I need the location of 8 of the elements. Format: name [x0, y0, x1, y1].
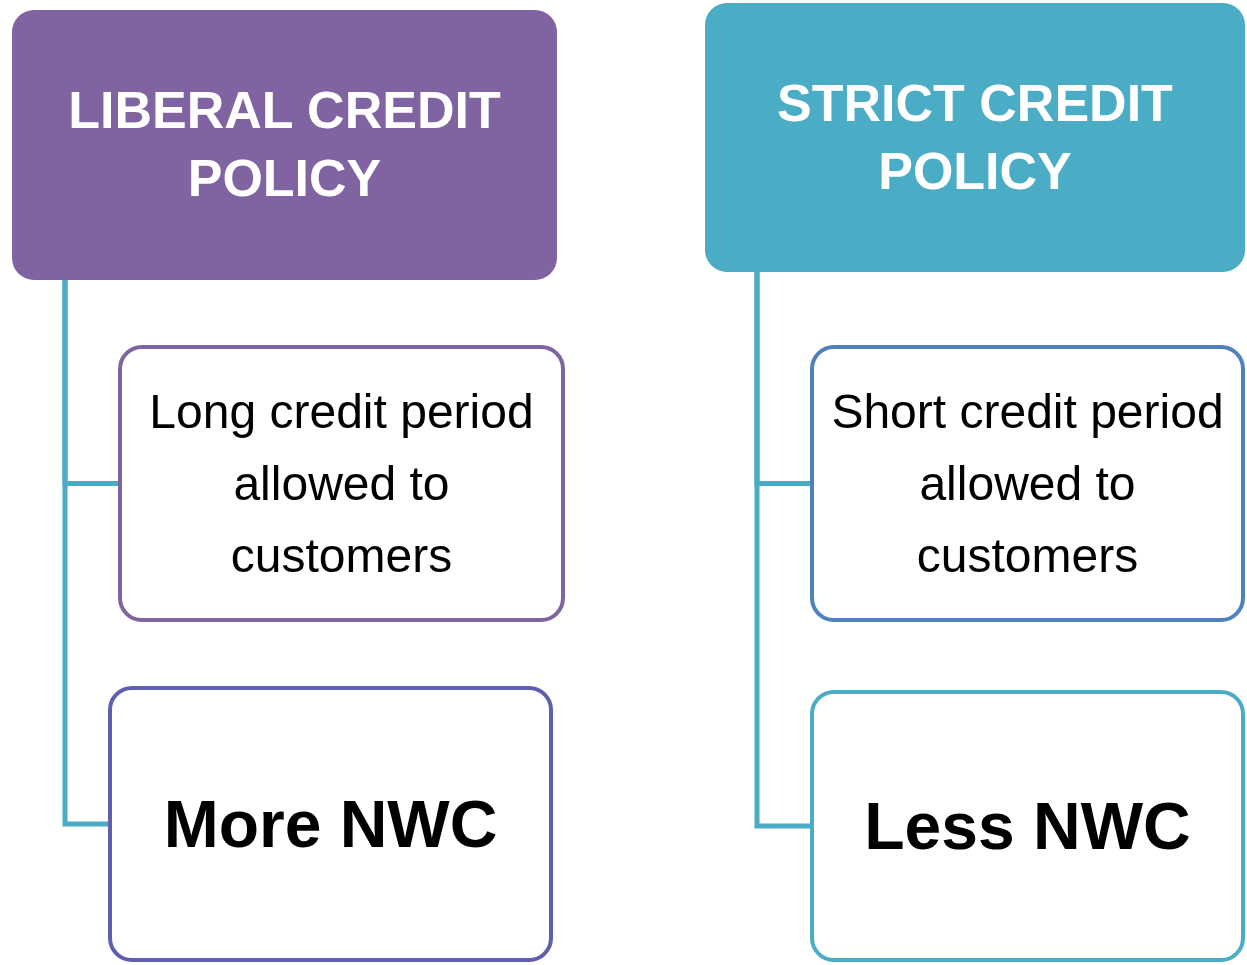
connector-line — [62, 280, 108, 827]
header-box: STRICT CREDIT POLICY — [705, 3, 1245, 272]
connector-line — [754, 272, 810, 829]
header-box: LIBERAL CREDIT POLICY — [12, 10, 557, 280]
description-box: Short credit period allowed to customers — [810, 345, 1245, 622]
result-box: Less NWC — [810, 690, 1245, 962]
result-box: More NWC — [108, 686, 553, 962]
description-box: Long credit period allowed to customers — [118, 345, 565, 622]
